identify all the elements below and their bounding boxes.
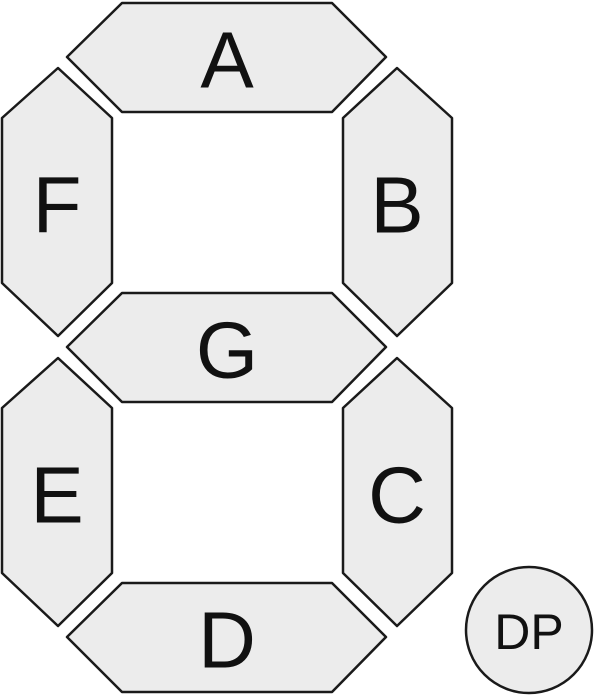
- segment-c: C: [341, 356, 454, 628]
- segment-b-label: B: [370, 161, 423, 250]
- segment-d: D: [65, 581, 388, 694]
- segment-d-label: D: [198, 596, 256, 685]
- segment-e: E: [0, 356, 114, 628]
- segment-g-label: G: [196, 306, 258, 395]
- segment-a: A: [65, 1, 388, 114]
- segment-f: F: [0, 66, 114, 338]
- segment-b: B: [341, 66, 454, 338]
- segment-g: G: [65, 291, 388, 404]
- segment-e-label: E: [30, 451, 83, 540]
- segment-f-label: F: [33, 161, 82, 250]
- segment-c-label: C: [368, 451, 426, 540]
- decimal-point-label: DP: [494, 604, 563, 660]
- segment-a-label: A: [200, 16, 254, 105]
- decimal-point: DP: [464, 565, 594, 695]
